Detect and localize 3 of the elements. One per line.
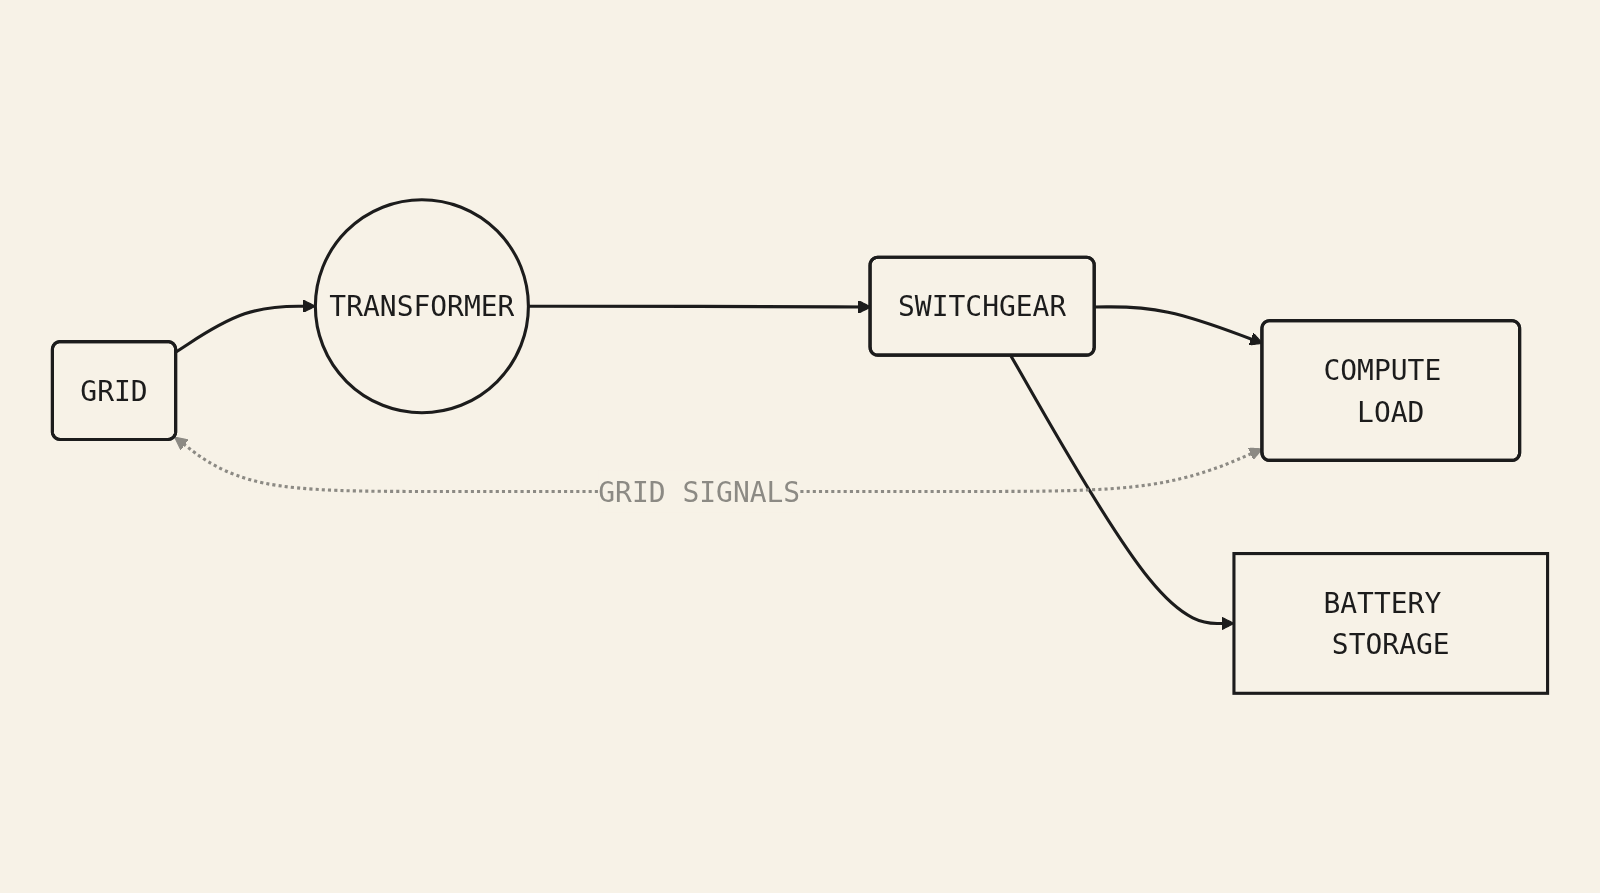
- edge-label: GRID SIGNALS: [598, 475, 801, 508]
- node-box: BATTERY STORAGE: [1232, 552, 1550, 695]
- node-circle: TRANSFORMER: [313, 198, 530, 415]
